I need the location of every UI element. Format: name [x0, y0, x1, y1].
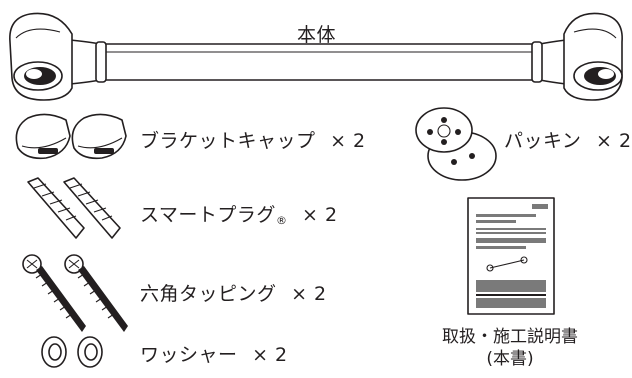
registered-mark: ® [275, 214, 288, 227]
main-body-label: 本体 [297, 24, 337, 46]
packing-icon [415, 107, 497, 181]
smart-plug-name: スマートプラグ [140, 204, 276, 226]
tapping-screw-label: 六角タッピング × 2 [140, 279, 327, 306]
washer-label: ワッシャー × 2 [140, 340, 288, 367]
tapping-screw-icon [22, 254, 128, 332]
smart-plug-icon [27, 177, 121, 239]
bracket-cap-label: ブラケットキャップ × 2 [140, 126, 366, 153]
washer-name: ワッシャー [140, 344, 238, 366]
packing-name: パッキン [504, 130, 582, 152]
washer-icon [41, 336, 103, 368]
bracket-cap-icon [15, 113, 127, 160]
manual-title: 取扱・施工説明書 [442, 327, 578, 347]
bracket-cap-qty: × 2 [330, 130, 366, 152]
smart-plug-label: スマートプラグ® × 2 [140, 200, 338, 227]
manual-icon [467, 197, 555, 315]
smart-plug-qty: × 2 [301, 204, 338, 226]
bracket-cap-name: ブラケットキャップ [140, 130, 316, 152]
packing-qty: × 2 [595, 130, 632, 152]
packing-label: パッキン × 2 [504, 126, 632, 153]
tapping-screw-qty: × 2 [291, 283, 327, 305]
manual-subtitle: (本書) [486, 349, 534, 369]
grab-bar-icon [9, 12, 623, 101]
tapping-screw-name: 六角タッピング [140, 283, 277, 305]
manual-label: 取扱・施工説明書 (本書) [410, 326, 610, 370]
washer-qty: × 2 [252, 344, 288, 366]
